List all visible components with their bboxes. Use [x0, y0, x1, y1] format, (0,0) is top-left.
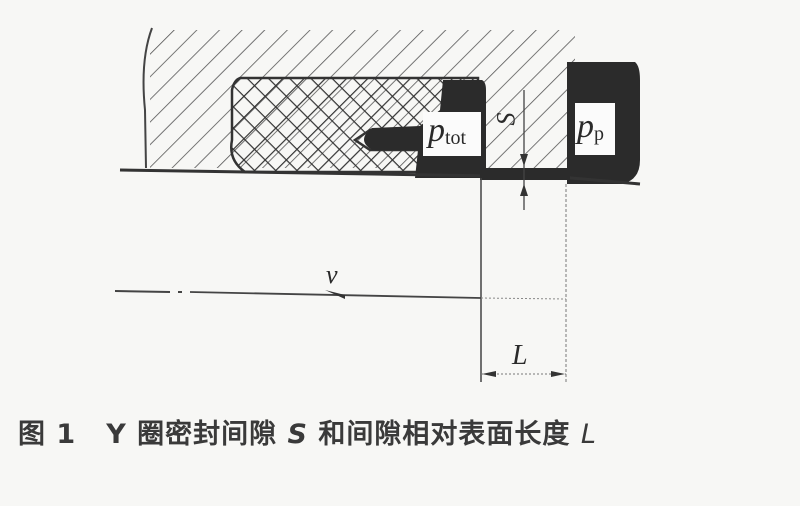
- label-velocity: v: [326, 260, 338, 289]
- figure-caption: 图 1 Y 圈密封间隙 S 和间隙相对表面长度 L: [18, 412, 597, 451]
- housing-left-edge: [142, 27, 153, 169]
- label-gap-s: S: [491, 112, 521, 126]
- label-ptot: ptot: [428, 112, 467, 149]
- caption-var-s: S: [287, 419, 308, 450]
- velocity-arrow: [189, 291, 482, 299]
- caption-text-2: 和间隙相对表面长度: [308, 419, 581, 450]
- caption-var-l: L: [580, 419, 597, 450]
- label-length: L: [512, 340, 528, 371]
- caption-number: 图 1: [18, 419, 77, 450]
- y-ring-seal: [230, 76, 480, 174]
- label-pp: pp: [577, 108, 604, 145]
- caption-text-1: Y 圈密封间隙: [106, 419, 288, 450]
